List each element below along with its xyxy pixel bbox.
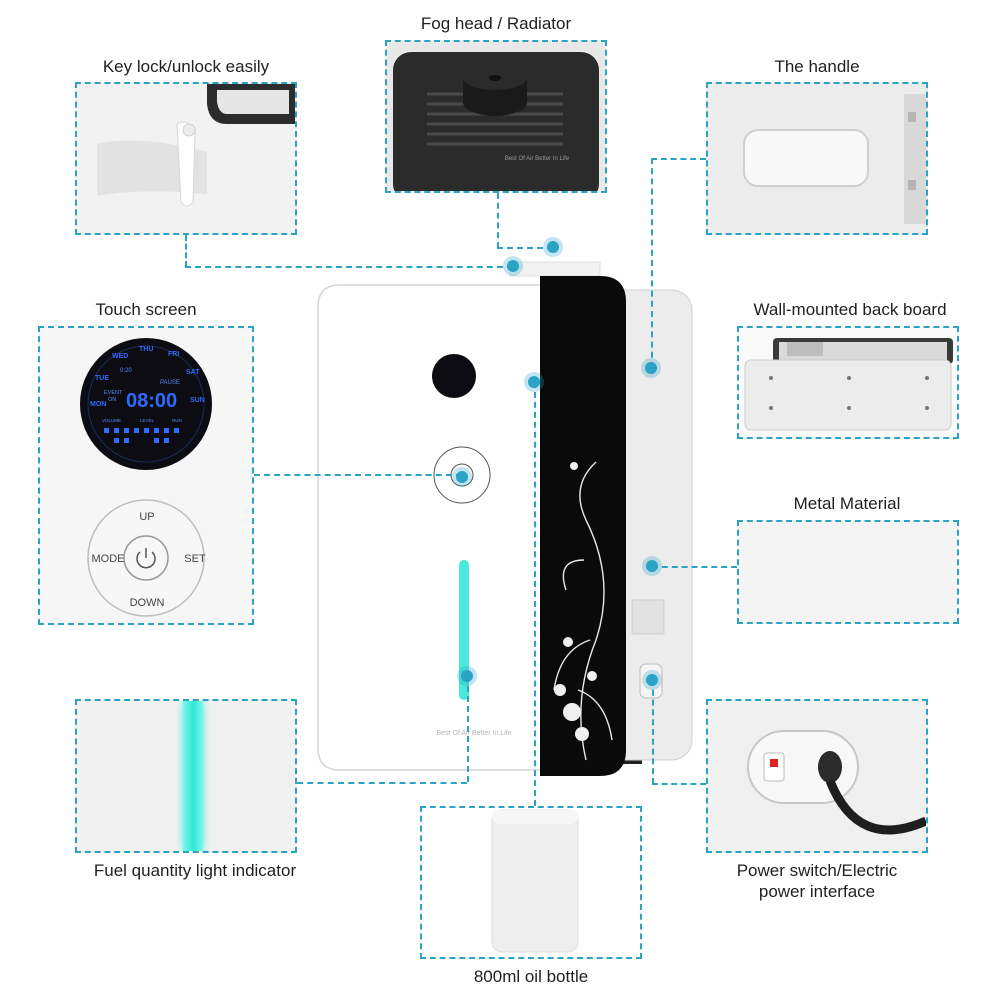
volume-text: VOLUME bbox=[102, 418, 121, 423]
day-fri: FRI bbox=[168, 351, 179, 358]
leader-touch-h bbox=[254, 474, 462, 476]
handle-panel bbox=[706, 82, 928, 235]
label-handle: The handle bbox=[774, 57, 860, 76]
power-panel bbox=[706, 699, 928, 853]
level-text: LEVEL bbox=[140, 418, 155, 423]
handle-illustration bbox=[708, 84, 926, 233]
lcd-time: 08:00 bbox=[126, 390, 177, 412]
leader-handle-v bbox=[651, 158, 653, 368]
label-key-lock: Key lock/unlock easily bbox=[102, 57, 270, 76]
leader-handle-h bbox=[651, 158, 706, 160]
bottle-panel bbox=[420, 806, 642, 959]
label-power-1: Power switch/Electric bbox=[736, 861, 898, 880]
label-fuel: Fuel quantity light indicator bbox=[93, 861, 297, 880]
dot-handle bbox=[645, 362, 657, 374]
down-button[interactable]: DOWN bbox=[129, 597, 165, 609]
leader-bottle-v bbox=[534, 382, 536, 806]
event-text: EVENT bbox=[104, 390, 123, 396]
fog-head-panel: Best Of Air Better In Life bbox=[385, 40, 607, 193]
leader-key-h bbox=[185, 266, 513, 268]
leader-fuel-h bbox=[297, 782, 467, 784]
label-bottle: 800ml oil bottle bbox=[473, 967, 589, 986]
label-touch-screen: Touch screen bbox=[95, 300, 197, 319]
day-sun: SUN bbox=[190, 397, 205, 404]
key-lock-panel bbox=[75, 82, 297, 235]
small-time: 0:20 bbox=[120, 368, 132, 374]
on-text: ON bbox=[108, 397, 116, 403]
leader-key-v bbox=[185, 235, 187, 267]
leader-fuel-v bbox=[467, 676, 469, 782]
touch-screen-illustration: MON TUE WED THU FRI SAT SUN 0:20 PAUSE E… bbox=[40, 328, 252, 623]
day-thu: THU bbox=[139, 346, 153, 353]
device-slogan: Best Of Air Better In Life bbox=[436, 730, 511, 737]
metal-panel bbox=[737, 520, 959, 624]
day-wed: WED bbox=[112, 353, 128, 360]
leader-power-v bbox=[652, 680, 654, 784]
run-text: RUN bbox=[172, 418, 182, 423]
leader-metal-h bbox=[652, 566, 737, 568]
fuel-light-bar bbox=[183, 701, 203, 851]
leader-power-h bbox=[652, 783, 706, 785]
day-tue: TUE bbox=[95, 375, 109, 382]
bottle-illustration bbox=[491, 809, 579, 953]
touch-screen-panel: MON TUE WED THU FRI SAT SUN 0:20 PAUSE E… bbox=[38, 326, 254, 625]
up-button[interactable]: UP bbox=[139, 511, 155, 523]
fog-head-illustration: Best Of Air Better In Life bbox=[387, 42, 605, 191]
key-lock-illustration bbox=[77, 84, 295, 233]
set-button[interactable]: SET bbox=[184, 553, 206, 565]
day-mon: MON bbox=[90, 401, 106, 408]
dot-key-lock bbox=[507, 260, 519, 272]
fuel-panel bbox=[75, 699, 297, 853]
wall-board-illustration bbox=[739, 328, 957, 437]
dot-bottle bbox=[528, 376, 540, 388]
dot-fog-head bbox=[547, 241, 559, 253]
label-wall-board: Wall-mounted back board bbox=[753, 300, 947, 319]
label-fog-head: Fog head / Radiator bbox=[420, 14, 572, 33]
leader-fog-h bbox=[497, 247, 553, 249]
dot-touch-screen bbox=[456, 471, 468, 483]
mode-button[interactable]: MODE bbox=[91, 553, 125, 565]
dot-metal bbox=[646, 560, 658, 572]
power-illustration bbox=[708, 701, 926, 851]
label-power-2: power interface bbox=[758, 882, 876, 901]
wall-board-panel bbox=[737, 326, 959, 439]
dot-fuel bbox=[461, 670, 473, 682]
leader-fog-v bbox=[497, 193, 499, 248]
dot-power bbox=[646, 674, 658, 686]
day-sat: SAT bbox=[186, 369, 200, 376]
radiator-text: Best Of Air Better In Life bbox=[505, 156, 570, 162]
label-metal: Metal Material bbox=[793, 494, 901, 513]
pause-text: PAUSE bbox=[160, 380, 180, 386]
